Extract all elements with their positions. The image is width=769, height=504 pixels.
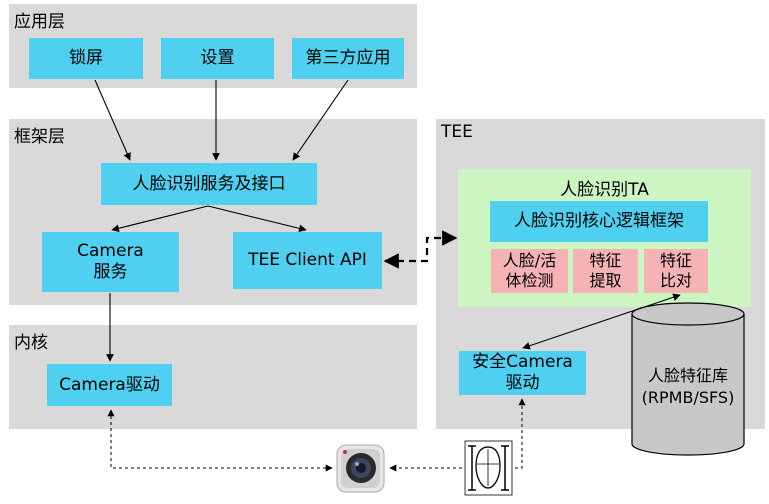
feature-database-label: 人脸特征库 (RPMB/SFS): [641, 366, 735, 407]
secure-camera-driver-box: 安全Camera 驱动: [459, 351, 586, 395]
camera-driver-box: Camera驱动: [47, 364, 172, 406]
feature-extraction-box: 特征 提取: [573, 249, 638, 293]
camera-icon: [336, 444, 385, 493]
dotted-face-to-secure-driver: [515, 398, 526, 469]
feature-comparison-box: 特征 比对: [644, 249, 708, 293]
arrow-secure-driver-to-compare: [522, 293, 681, 350]
core-logic-framework-box: 人脸识别核心逻辑框架: [490, 201, 708, 242]
arrow-service-to-tee-client: [207, 205, 307, 233]
arrow-tee-client-to-ta: [383, 230, 458, 269]
kernel-layer-title: 内核: [14, 333, 48, 353]
app-layer-title: 应用层: [14, 12, 65, 32]
face-recognition-service-box: 人脸识别服务及接口: [101, 163, 317, 205]
lock-screen-box: 锁屏: [29, 38, 143, 79]
face-icon: [464, 440, 513, 496]
dotted-driver-to-camera: [107, 409, 333, 472]
framework-layer-title: 框架层: [14, 127, 65, 147]
face-recognition-ta-title: 人脸识别TA: [560, 180, 649, 200]
tee-layer-title: TEE: [441, 122, 473, 142]
arrow-lock-to-service: [94, 79, 131, 161]
third-party-app-box: 第三方应用: [292, 38, 404, 79]
camera-service-box: Camera 服务: [42, 232, 179, 292]
tee-client-api-box: TEE Client API: [233, 232, 382, 289]
arrow-third-party-to-service: [292, 79, 349, 161]
arrow-service-to-camera-service: [111, 205, 209, 233]
liveness-detection-box: 人脸/活 体检测: [491, 249, 568, 293]
settings-box: 设置: [161, 38, 274, 79]
